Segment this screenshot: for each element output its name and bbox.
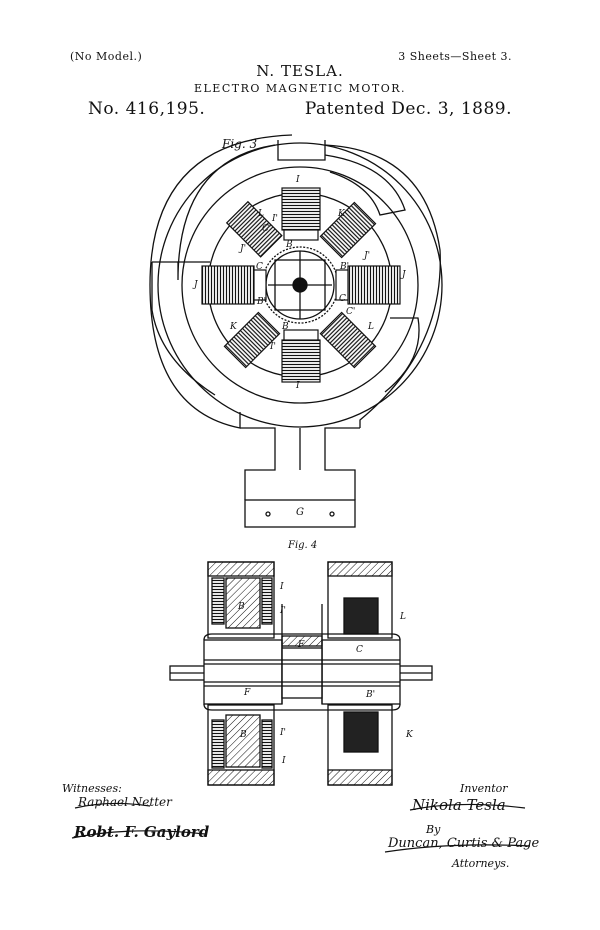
fig3-label-C-prime-lower: C' [346, 307, 356, 317]
fig3-label-L-upper: L [258, 209, 264, 219]
fig3-label-B-bottom: B [282, 322, 289, 332]
model-note: (No Model.) [70, 50, 143, 63]
fig3-label-I-bottom: I [296, 381, 300, 391]
sheet-count: 3 Sheets—Sheet 3. [398, 50, 512, 63]
witness-1-signature: Raphael Netter [78, 795, 172, 809]
by-label: By [426, 823, 441, 836]
fig4-label-L: L [400, 612, 406, 622]
fig3-label-B-prime-left: B' [257, 297, 267, 307]
patent-title: ELECTRO MAGNETIC MOTOR. [193, 82, 407, 95]
witness-2-signature: Robt. F. Gaylord [74, 823, 210, 841]
patent-date: Patented Dec. 3, 1889. [304, 99, 512, 119]
fig3-label-C-right: C [339, 294, 346, 304]
fig3-label-J-prime-right: J' [364, 251, 371, 261]
fig3-caption: Fig. 3 [222, 137, 258, 151]
fig3-label-J-left: J [194, 280, 198, 290]
fig4-label-B-bottom: B [240, 730, 247, 740]
fig3-label-C-left: C [256, 262, 263, 272]
fig4-label-F-top: F [298, 640, 305, 650]
fig3-label-J-right: J [402, 270, 406, 280]
fig4-label-B-prime: B' [366, 690, 376, 700]
signature-flourishes [71, 802, 531, 853]
fig4-caption: Fig. 4 [288, 540, 318, 551]
fig4-label-K: K [406, 730, 413, 740]
witnesses-label: Witnesses: [62, 782, 122, 795]
fig3-label-L-lower: L [368, 322, 374, 332]
inventor-signature: Nikola Tesla [412, 796, 506, 814]
inventor-name: N. TESLA. [256, 62, 344, 80]
fig3-label-G: G [296, 507, 304, 518]
fig4-label-F-bottom: F [244, 688, 251, 698]
fig3-label-K-upper: K [338, 209, 345, 219]
fig3-label-C-prime: C' [262, 224, 272, 234]
fig4-label-I-top: I [280, 582, 284, 592]
patent-number: No. 416,195. [88, 99, 206, 119]
fig4-label-I-prime-top: I' [280, 606, 287, 616]
fig4-diagram [169, 561, 433, 786]
fig3-coils [201, 187, 401, 383]
fig4-label-C: C [356, 645, 363, 655]
fig4-label-B-top: B [238, 602, 245, 612]
attorneys-signature: Duncan, Curtis & Page [388, 836, 540, 851]
fig3-label-B-top: B [286, 240, 293, 250]
attorneys-label: Attorneys. [452, 857, 510, 870]
fig4-label-I-bottom: I [282, 756, 286, 766]
inventor-label: Inventor [460, 782, 508, 795]
fig3-label-J-prime-left: J' [240, 244, 247, 254]
fig3-label-B-prime-right: B' [340, 262, 350, 272]
fig4-label-I-prime-bottom: I' [280, 728, 287, 738]
fig3-label-I-prime-lower: I' [270, 342, 277, 352]
fig3-label-I-prime: I' [272, 214, 279, 224]
fig3-label-I-top: I [296, 175, 300, 185]
fig3-label-K-lower: K [230, 322, 237, 332]
